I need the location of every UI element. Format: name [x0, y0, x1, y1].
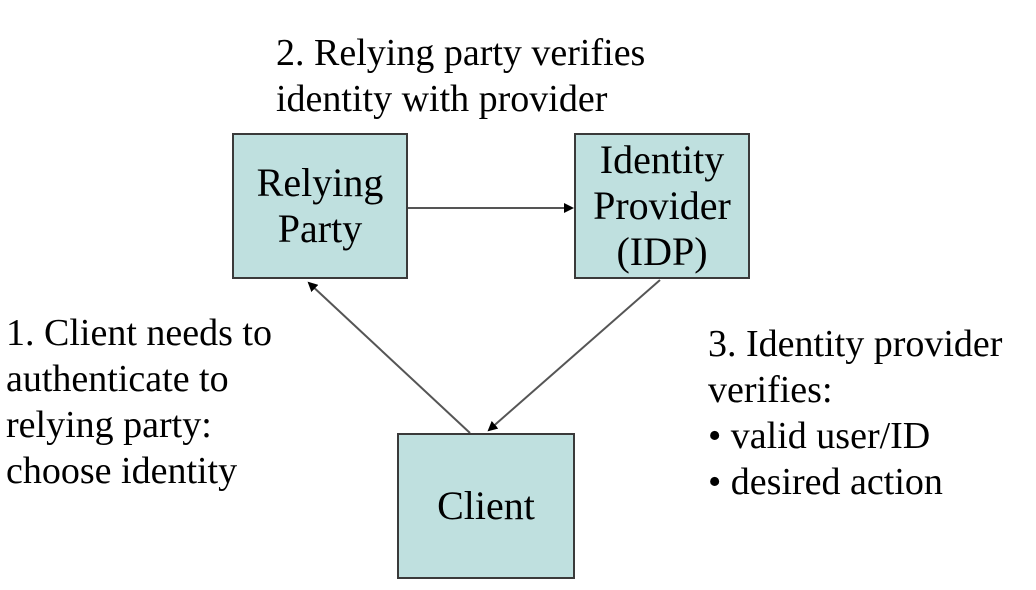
step-3-line: verifies: — [708, 369, 833, 411]
step-1-line: relying party: — [6, 404, 212, 446]
step-3-bullet: • desired action — [708, 461, 943, 503]
relying-party-box: Relying Party — [232, 133, 408, 279]
step-1-note: 1. Client needs to authenticate to relyi… — [6, 310, 272, 494]
identity-provider-box: Identity Provider (IDP) — [574, 133, 750, 279]
step-1-line: authenticate to — [6, 358, 229, 400]
step-2-note: 2. Relying party verifies identity with … — [276, 30, 645, 122]
step-2-line: identity with provider — [276, 78, 608, 120]
client-box: Client — [397, 433, 575, 579]
step-3-note: 3. Identity provider verifies: • valid u… — [708, 321, 1002, 505]
step-1-line: 1. Client needs to — [6, 312, 272, 354]
step-3-line: 3. Identity provider — [708, 323, 1003, 365]
step-2-line: 2. Relying party verifies — [276, 32, 646, 74]
arrow-idp-to-client — [487, 279, 661, 432]
step-1-line: choose identity — [6, 450, 238, 492]
arrow-client-to-relying-party — [307, 281, 471, 434]
step-3-bullet: • valid user/ID — [708, 415, 931, 457]
